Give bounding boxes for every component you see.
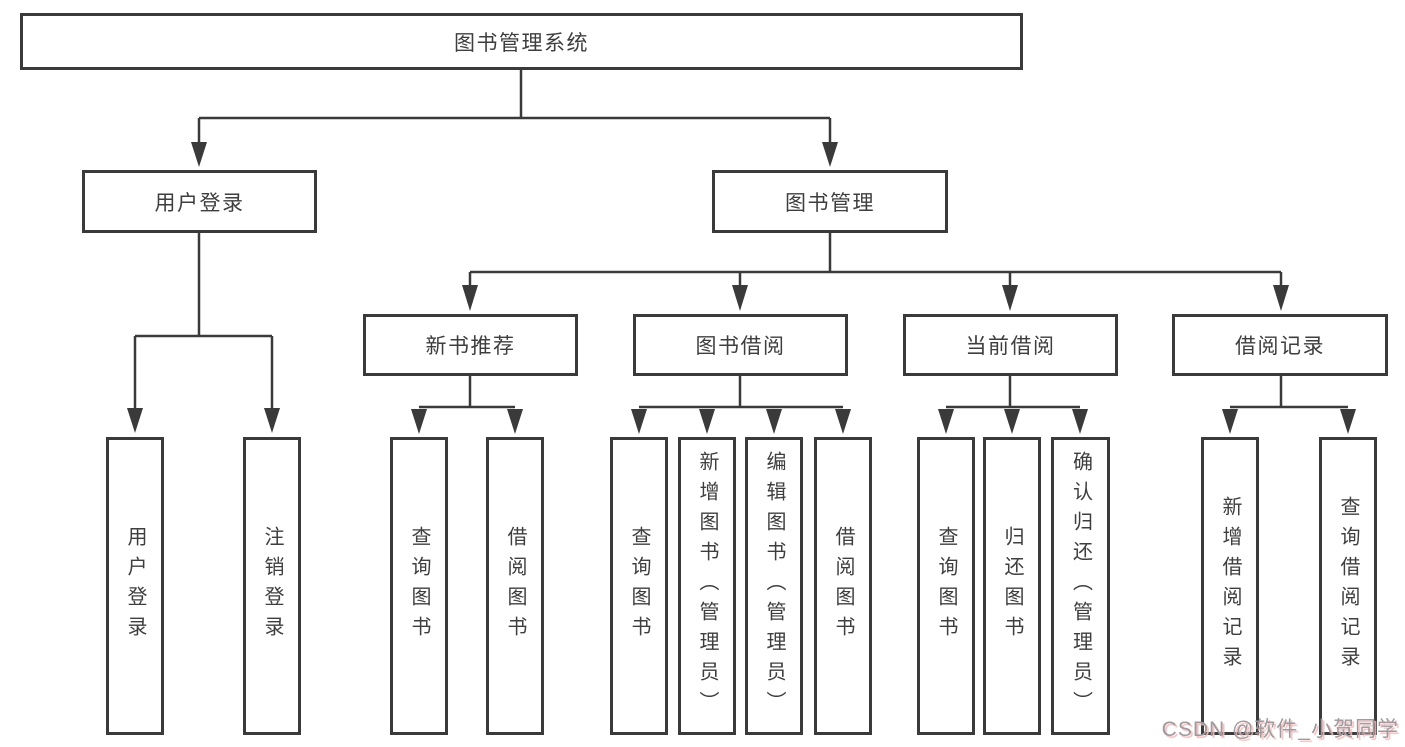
leaf-nbr-query-books: 查询图书 (390, 437, 448, 735)
leaf-cb-query-books: 查询图书 (917, 437, 975, 735)
leaf-logout: 注销登录 (243, 437, 301, 735)
leaf-cb-return-books: 归还图书 (983, 437, 1041, 735)
edge-bookmgmt-branch (468, 233, 1283, 288)
node-library-management-system: 图书管理系统 (20, 13, 1023, 70)
edge-bookborrow-branch (639, 376, 843, 409)
edge-userlogin-branch (133, 233, 274, 410)
leaf-bb-edit-books-admin: 编辑图书（管理员） (745, 437, 803, 735)
node-new-book-recommend: 新书推荐 (363, 314, 578, 376)
node-book-management: 图书管理 (712, 170, 948, 233)
csdn-watermark: CSDN @软件_小贺同学 (1161, 718, 1399, 741)
edge-root-branch (197, 70, 832, 144)
leaf-cb-confirm-return-admin: 确认归还（管理员） (1051, 437, 1110, 735)
edge-currentborrow-branch (946, 376, 1080, 409)
leaf-bb-query-books: 查询图书 (610, 437, 668, 735)
leaf-bb-add-books-admin: 新增图书（管理员） (678, 437, 736, 735)
node-book-borrow: 图书借阅 (633, 314, 848, 376)
edge-records-branch (1230, 376, 1348, 409)
node-borrow-records: 借阅记录 (1172, 314, 1388, 376)
leaf-nbr-borrow-books: 借阅图书 (486, 437, 544, 735)
node-user-login: 用户登录 (82, 170, 317, 233)
leaf-br-query-record: 查询借阅记录 (1319, 437, 1377, 735)
leaf-bb-borrow-books: 借阅图书 (814, 437, 872, 735)
leaf-user-login: 用户登录 (106, 437, 164, 735)
node-current-borrow: 当前借阅 (903, 314, 1118, 376)
edge-newbook-branch (419, 376, 515, 409)
arrowheads (127, 142, 1356, 434)
leaf-br-add-record: 新增借阅记录 (1201, 437, 1259, 735)
